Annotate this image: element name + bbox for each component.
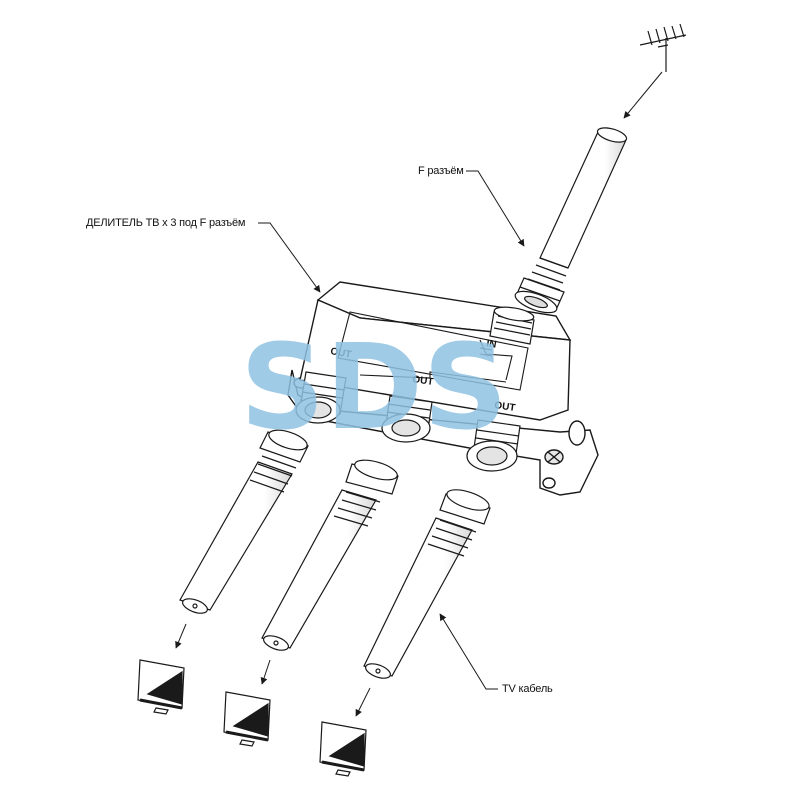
leader-splitter — [258, 222, 321, 293]
antenna-arrow — [623, 71, 663, 119]
arrow-to-tv-3 — [355, 687, 371, 717]
output-cable-1 — [179, 429, 309, 614]
port-label-in: IN — [485, 338, 497, 351]
tv-icon — [223, 691, 271, 747]
antenna-icon — [639, 23, 687, 72]
out-port-1 — [295, 371, 347, 424]
tv-icon — [137, 659, 185, 715]
arrow-to-tv-1 — [175, 623, 187, 649]
in-port — [489, 306, 535, 345]
tv-cable-callout-label: TV кабель — [502, 683, 553, 695]
leader-tv-cable — [439, 613, 498, 690]
splitter-callout-label: ДЕЛИТЕЛЬ ТВ х 3 под F разъём — [86, 217, 246, 229]
output-cable-2 — [261, 459, 399, 651]
tv-icon — [319, 721, 367, 777]
output-cable-3 — [363, 489, 491, 679]
port-label-out-3: OUT — [494, 400, 516, 414]
out-port-3 — [466, 419, 521, 472]
leader-f-connector — [466, 170, 525, 247]
arrow-to-tv-2 — [260, 659, 271, 685]
f-connector-callout-label: F разъём — [418, 165, 464, 177]
port-label-out-2: OUT — [412, 374, 434, 388]
input-cable — [527, 127, 628, 291]
out-port-2 — [381, 395, 433, 443]
port-label-out-1: OUT — [329, 346, 352, 360]
f-connector — [514, 277, 565, 314]
